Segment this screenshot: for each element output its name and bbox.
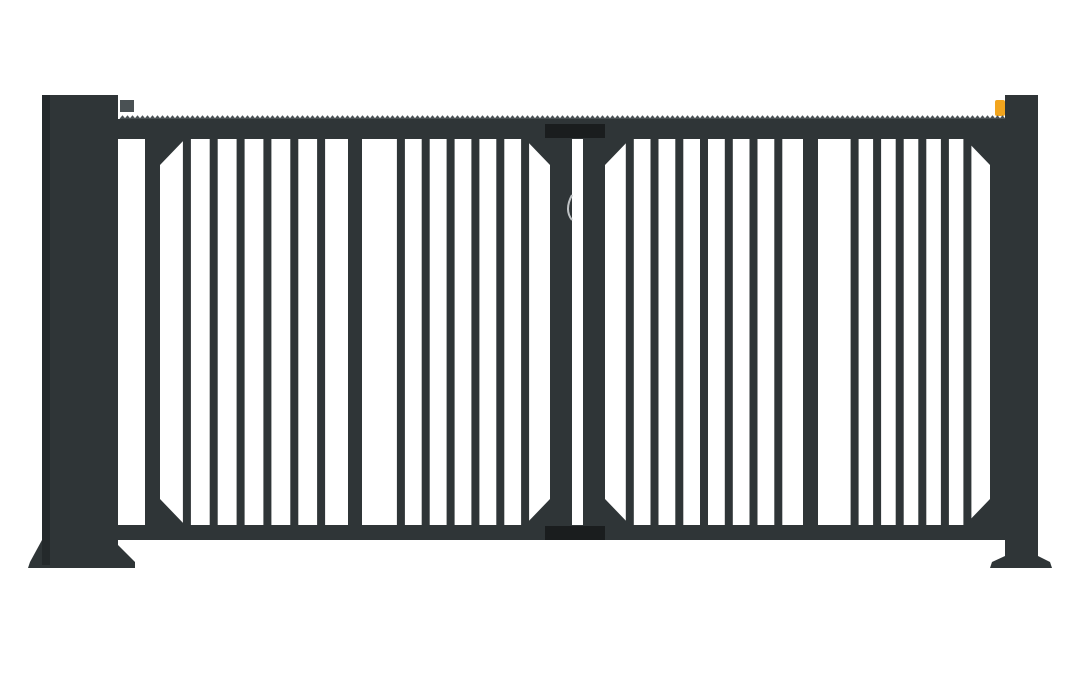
stile: [145, 125, 160, 540]
vertical-bar: [749, 139, 758, 525]
vertical-bar: [724, 139, 733, 525]
vertical-bar: [446, 139, 455, 525]
left-post-shade: [42, 95, 50, 565]
vertical-bar: [650, 139, 659, 525]
posts: [28, 95, 1052, 568]
corner-brace: [605, 499, 630, 525]
vertical-bar: [209, 139, 218, 525]
right-post: [1005, 95, 1038, 565]
stile: [990, 125, 1005, 540]
stile: [565, 125, 572, 540]
rack-teeth: [119, 115, 1006, 120]
right-post-base: [990, 556, 1052, 568]
corner-brace: [605, 139, 630, 165]
motor-bracket-icon: [120, 100, 134, 112]
vertical-bar: [774, 139, 783, 525]
vertical-bar: [895, 139, 904, 525]
left-post: [42, 95, 118, 565]
vertical-bar: [918, 139, 927, 525]
top-hinge-icon: [545, 124, 605, 138]
vertical-bar: [963, 139, 972, 525]
gate-leaves: [118, 125, 1005, 540]
vertical-bar: [675, 139, 684, 525]
stile: [590, 125, 605, 540]
stile: [803, 125, 818, 540]
vertical-bar: [471, 139, 480, 525]
warning-lamp-icon: [995, 100, 1005, 116]
vertical-bar: [290, 139, 299, 525]
vertical-bar: [873, 139, 882, 525]
vertical-bar: [496, 139, 505, 525]
vertical-bar: [850, 139, 859, 525]
vertical-bar: [421, 139, 430, 525]
vertical-bar: [625, 139, 634, 525]
vertical-bar: [317, 139, 326, 525]
gear-rack: [118, 115, 1006, 125]
bottom-hinge-icon: [545, 526, 605, 540]
corner-brace: [160, 139, 185, 165]
stile: [550, 125, 565, 540]
vertical-bar: [263, 139, 272, 525]
vertical-bar: [182, 139, 191, 525]
corner-brace: [160, 499, 185, 525]
vertical-bar: [521, 139, 530, 525]
corner-brace: [525, 139, 550, 165]
latch-icon: [567, 194, 573, 221]
vertical-bar: [236, 139, 245, 525]
stile: [583, 125, 590, 540]
corner-brace: [965, 499, 990, 525]
vertical-bar: [940, 139, 949, 525]
corner-brace: [525, 499, 550, 525]
vertical-bar: [700, 139, 708, 525]
stile: [348, 125, 362, 540]
vertical-bar: [396, 139, 405, 525]
corner-brace: [965, 139, 990, 165]
rack-bar: [118, 119, 1005, 125]
hinges: [545, 124, 605, 540]
